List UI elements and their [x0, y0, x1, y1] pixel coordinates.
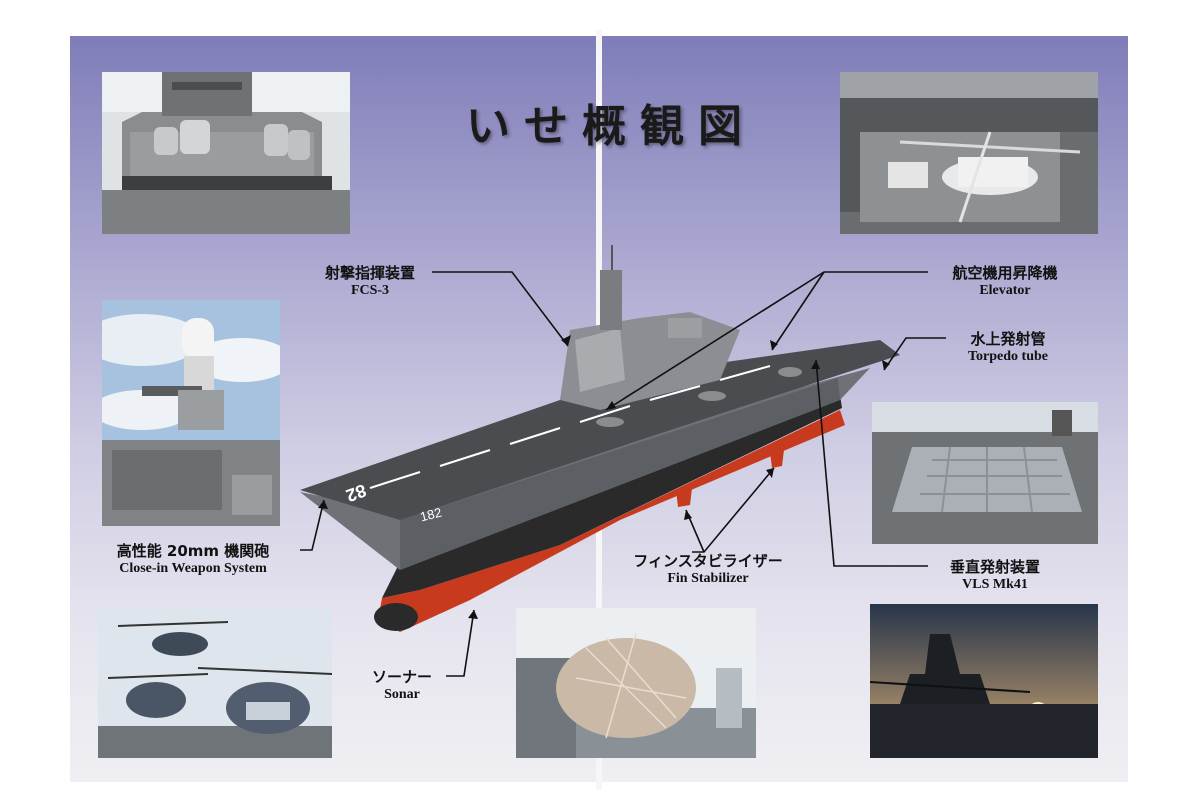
- label-torpedo-en: Torpedo tube: [967, 349, 1048, 364]
- photo-fcs-superstructure: [102, 72, 350, 234]
- label-vls-en: VLS Mk41: [962, 577, 1028, 592]
- photo-helicopters: [98, 608, 332, 758]
- label-vls: 垂直発射装置 VLS Mk41: [930, 556, 1060, 593]
- label-ciws: 高性能 20mm 機関砲 Close-in Weapon System: [88, 540, 298, 577]
- label-fcs-en: FCS-3: [350, 283, 390, 298]
- label-vls-jp: 垂直発射装置: [949, 558, 1040, 576]
- label-sonar-jp: ソーナー: [371, 668, 432, 686]
- photo-decoy-launch: [516, 608, 756, 758]
- photo-sunset: [870, 604, 1098, 758]
- page-title: いせ概観図: [466, 101, 756, 152]
- label-sonar: ソーナー Sonar: [360, 666, 444, 703]
- photo-ciws: [102, 300, 280, 526]
- label-ciws-jp: 高性能 20mm 機関砲: [116, 542, 270, 560]
- label-elevator-en: Elevator: [979, 283, 1031, 298]
- label-fcs: 射撃指揮装置 FCS-3: [305, 262, 435, 299]
- label-sonar-en: Sonar: [384, 687, 420, 702]
- photo-elevator: [840, 72, 1098, 234]
- label-elevator-jp: 航空機用昇降機: [952, 264, 1058, 282]
- label-elevator: 航空機用昇降機 Elevator: [930, 262, 1080, 299]
- label-fcs-jp: 射撃指揮装置: [324, 264, 415, 282]
- label-torpedo: 水上発射管 Torpedo tube: [948, 328, 1068, 365]
- label-fin: フィンスタビライザー Fin Stabilizer: [608, 550, 808, 587]
- label-ciws-en: Close-in Weapon System: [119, 561, 267, 576]
- photo-vls: [872, 402, 1098, 544]
- label-fin-en: Fin Stabilizer: [667, 571, 749, 586]
- label-fin-jp: フィンスタビライザー: [633, 552, 783, 570]
- label-torpedo-jp: 水上発射管: [970, 330, 1046, 348]
